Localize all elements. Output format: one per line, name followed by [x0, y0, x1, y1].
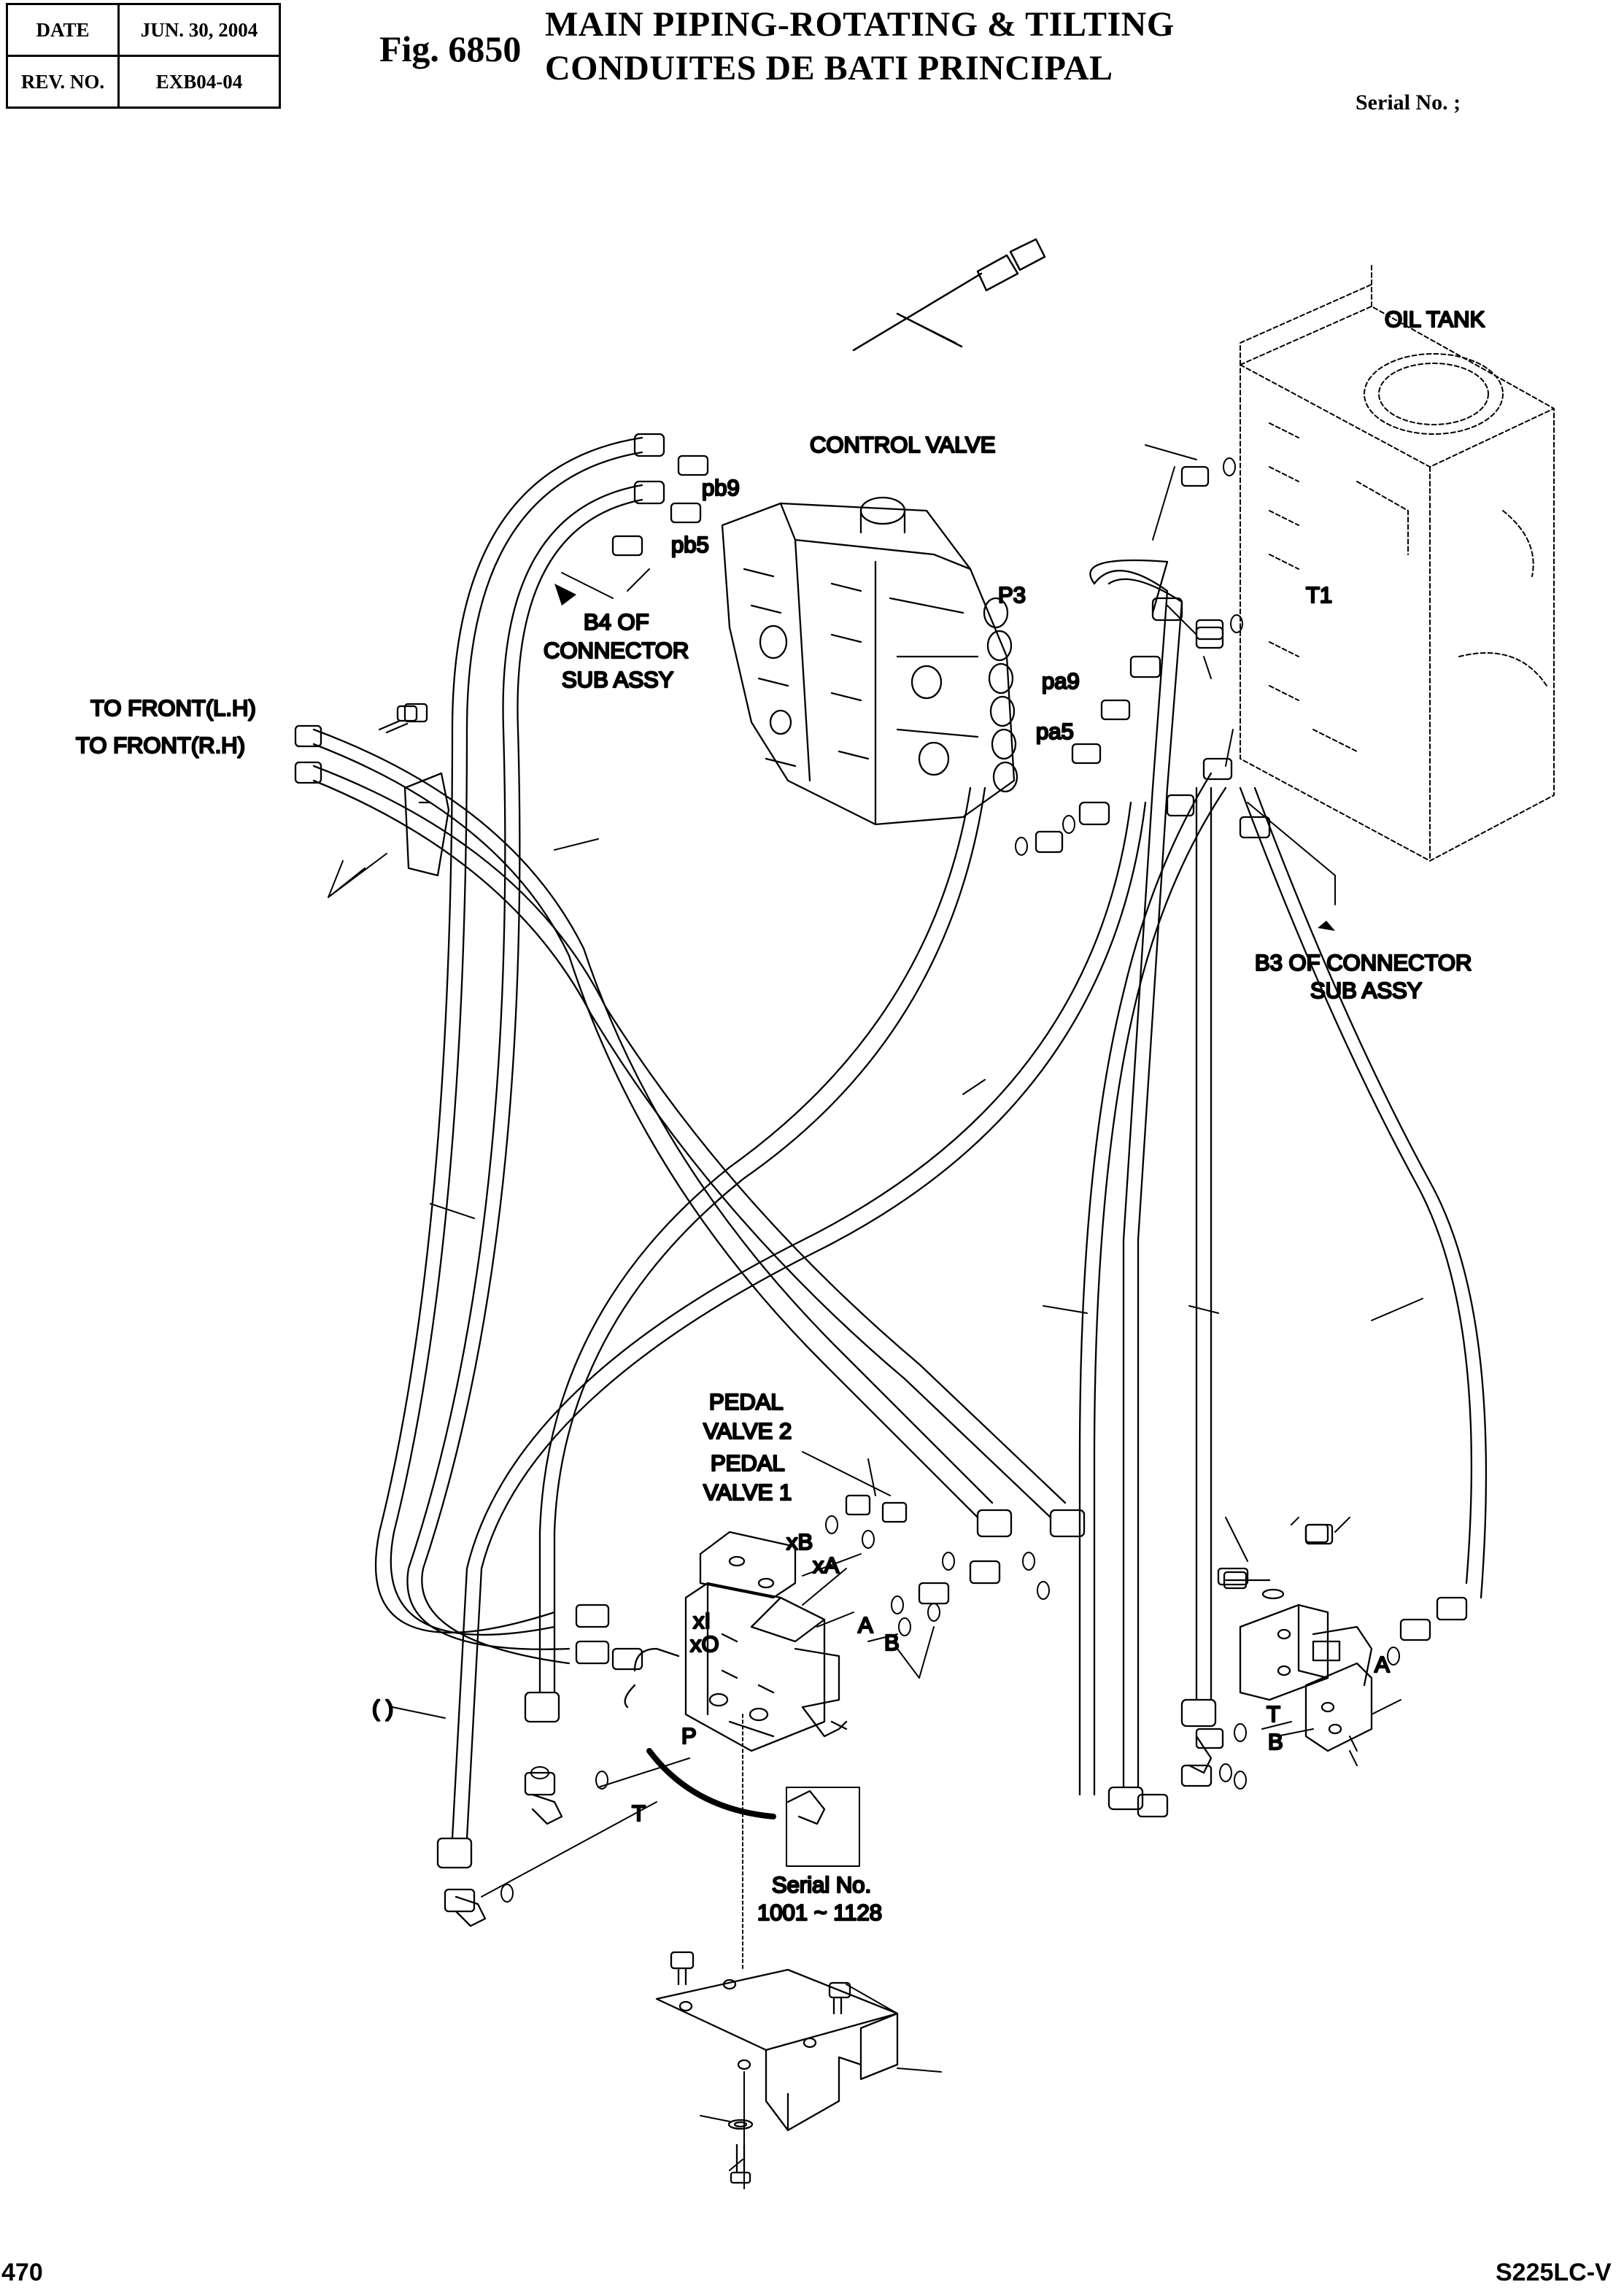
label-xo: xO — [690, 1631, 719, 1657]
model-name: S225LC-V — [1496, 2259, 1612, 2286]
label-pa5: pa5 — [1036, 719, 1074, 744]
label-pb9: pb9 — [702, 475, 740, 500]
serial-inset-box — [786, 1787, 860, 1867]
label-pb5: pb5 — [671, 532, 709, 557]
label-serial-line2: 1001 ~ 1128 — [757, 1900, 882, 1925]
label-a-left: A — [858, 1612, 873, 1638]
rev-value: EXB04-04 — [117, 55, 281, 109]
label-pedal1-line2: VALVE 1 — [703, 1479, 792, 1505]
label-paren: ( ) — [372, 1695, 393, 1721]
control-valve — [721, 496, 1018, 826]
oil-tank — [1240, 262, 1555, 862]
date-label: DATE — [6, 3, 120, 57]
label-b4-line2: CONNECTOR — [544, 638, 689, 663]
fittings — [294, 433, 1468, 1913]
hoses — [312, 436, 1488, 1840]
label-b-left: B — [884, 1630, 900, 1655]
label-serial-line1: Serial No. — [772, 1872, 871, 1898]
label-to-front-rh: TO FRONT(R.H) — [76, 732, 245, 758]
label-pedal2-line1: PEDAL — [709, 1389, 784, 1415]
label-oil-tank: OIL TANK — [1385, 306, 1485, 332]
date-value: JUN. 30, 2004 — [117, 3, 281, 57]
label-t1: T1 — [1306, 582, 1332, 608]
label-b3-line1: B3 OF CONNECTOR — [1255, 950, 1472, 975]
leader-lines — [328, 313, 1423, 2189]
page-title: MAIN PIPING-ROTATING & TILTING CONDUITES… — [545, 3, 1175, 90]
label-p-port: P — [681, 1723, 697, 1749]
label-to-front-lh: TO FRONT(L.H) — [90, 695, 256, 721]
label-xb: xB — [786, 1529, 813, 1555]
pedal-valve-assembly — [684, 1531, 848, 1752]
label-b4-line1: B4 OF — [584, 609, 649, 635]
arrows — [554, 584, 1335, 931]
label-xa: xA — [813, 1552, 840, 1578]
title-english: MAIN PIPING-ROTATING & TILTING — [545, 5, 1175, 44]
label-b3-line2: SUB ASSY — [1310, 978, 1422, 1003]
label-pedal2-line2: VALVE 2 — [703, 1418, 792, 1444]
page-number: 470 — [1, 2259, 43, 2286]
label-b-right: B — [1268, 1729, 1283, 1755]
elbow-fittings — [455, 1647, 1213, 1927]
label-b4-line3: SUB ASSY — [562, 667, 673, 692]
hose-clamp — [403, 772, 450, 877]
label-p3: P3 — [998, 582, 1026, 608]
solenoid-bracket — [1239, 1604, 1373, 1752]
label-a-right: A — [1374, 1652, 1390, 1677]
bolts — [378, 705, 1329, 2184]
title-french: CONDUITES DE BATI PRINCIPAL — [545, 49, 1113, 88]
label-xi: xI — [693, 1608, 711, 1633]
sensor-probe — [852, 238, 1046, 352]
label-t-port: T — [632, 1800, 646, 1826]
label-pedal1-line1: PEDAL — [711, 1450, 785, 1476]
label-pa9: pa9 — [1042, 668, 1080, 694]
serial-number-label: Serial No. ; — [1356, 90, 1461, 115]
o-rings — [500, 457, 1400, 1903]
header-info-table: DATE JUN. 30, 2004 REV. NO. EXB04-04 — [6, 3, 281, 109]
rev-label: REV. NO. — [6, 55, 120, 109]
label-t-right: T — [1267, 1701, 1280, 1727]
return-hose — [646, 1748, 776, 1819]
figure-number: Fig. 6850 — [379, 28, 522, 69]
mounting-bracket — [655, 1968, 899, 2132]
valve-spools — [759, 597, 1018, 793]
label-control-valve: CONTROL VALVE — [810, 432, 995, 457]
